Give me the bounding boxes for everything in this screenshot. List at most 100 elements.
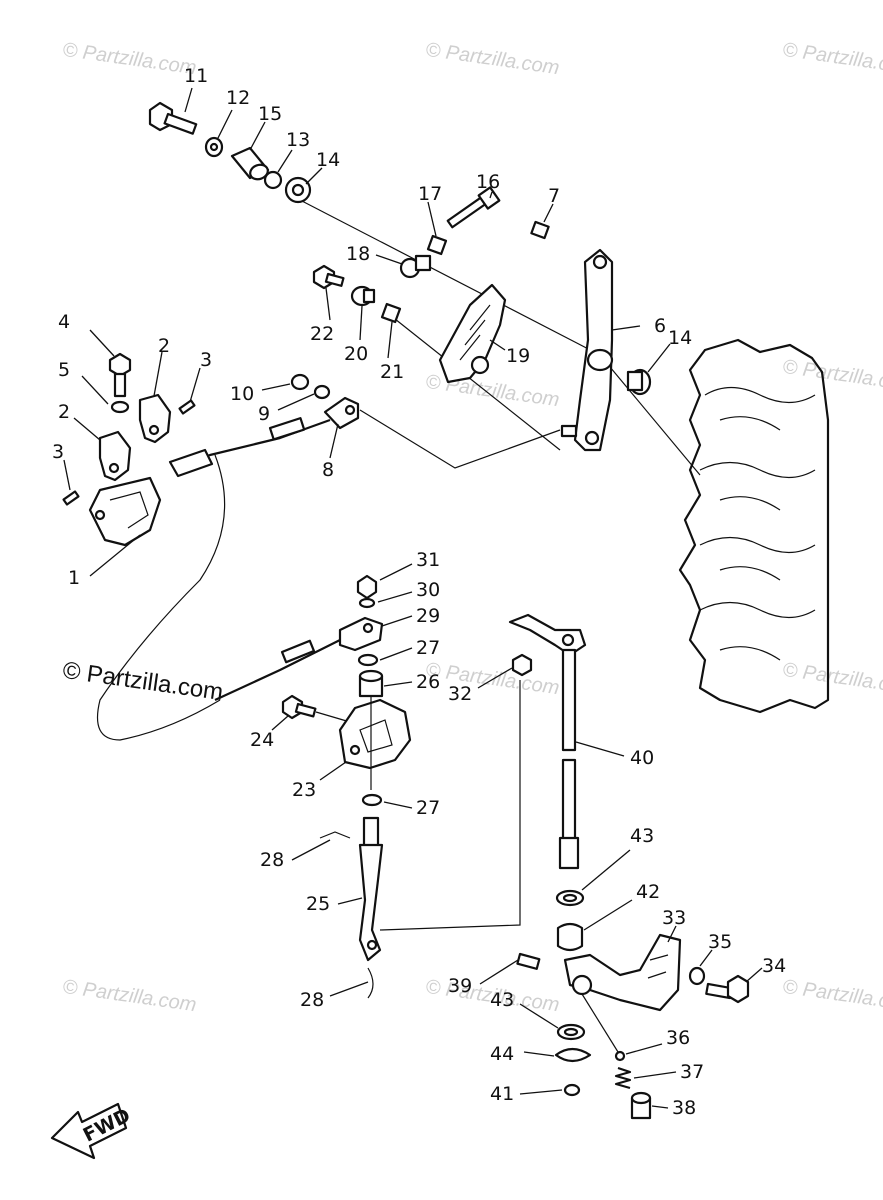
washer-27-lower [361, 793, 383, 807]
callout-7: 7 [548, 185, 560, 207]
washer-35 [688, 966, 706, 986]
clamp-2-lower [98, 430, 132, 482]
plunger-38 [630, 1091, 652, 1120]
washer-30 [358, 597, 376, 609]
collar-26 [358, 669, 384, 698]
shift-rod-40 [508, 613, 587, 870]
callout-2-upper: 2 [158, 335, 170, 357]
throttle-cable-upper [168, 417, 331, 478]
bushing-14-top [284, 176, 312, 204]
throttle-cable-lower [214, 639, 341, 701]
callout-34: 34 [762, 955, 786, 977]
callout-10: 10 [230, 383, 254, 405]
nut-32 [511, 653, 533, 677]
callout-12: 12 [226, 87, 250, 109]
callout-38: 38 [672, 1097, 696, 1119]
callout-44: 44 [490, 1043, 514, 1065]
spring-37 [614, 1066, 632, 1090]
collar-20 [350, 285, 376, 307]
joint-18 [399, 254, 432, 279]
bolt-39 [516, 952, 541, 970]
link-line-25-40 [379, 680, 521, 931]
callout-labels: 11 12 15 13 14 17 16 7 18 22 20 21 19 6 … [52, 65, 786, 1119]
bolt-7 [530, 220, 550, 240]
nut-10 [290, 373, 310, 391]
callout-28-lower: 28 [300, 989, 324, 1011]
lever-6 [560, 248, 614, 452]
callout-22: 22 [310, 323, 334, 345]
callout-2-lower: 2 [58, 401, 70, 423]
cable-loop [96, 454, 226, 741]
engine-block-outline [678, 338, 830, 714]
callout-14-right: 14 [668, 327, 692, 349]
callout-31: 31 [416, 549, 440, 571]
callout-32: 32 [448, 683, 472, 705]
bolt-4 [108, 352, 132, 398]
leader-lines [63, 87, 763, 1109]
callout-9: 9 [258, 403, 270, 425]
callout-37: 37 [680, 1061, 704, 1083]
callout-33: 33 [662, 907, 686, 929]
washer-27-top [357, 653, 379, 667]
axis-line-19 [389, 314, 561, 451]
callout-4: 4 [58, 311, 70, 333]
callout-30: 30 [416, 579, 440, 601]
callout-36: 36 [666, 1027, 690, 1049]
washer-13 [263, 170, 283, 190]
callout-15: 15 [258, 103, 282, 125]
callout-3-upper: 3 [200, 349, 212, 371]
axis-line-lever [599, 354, 701, 476]
assembly-axis-line [299, 199, 601, 356]
callout-19: 19 [506, 345, 530, 367]
collar-42 [556, 922, 584, 952]
joint-29 [338, 616, 384, 652]
callout-35: 35 [708, 931, 732, 953]
callout-11: 11 [184, 65, 208, 87]
joint-8 [323, 396, 360, 430]
bolt-16 [446, 186, 501, 229]
callout-18: 18 [346, 243, 370, 265]
bracket-23 [338, 698, 412, 770]
callout-8: 8 [322, 459, 334, 481]
callout-3-lower: 3 [52, 441, 64, 463]
shaft-25 [358, 816, 384, 962]
bolt-22 [312, 264, 345, 290]
nut-17 [426, 234, 448, 256]
washer-5 [110, 400, 130, 414]
callout-39: 39 [448, 975, 472, 997]
callout-28-upper: 28 [260, 849, 284, 871]
callout-6: 6 [654, 315, 666, 337]
callout-24: 24 [250, 729, 274, 751]
callout-43-lower: 43 [490, 989, 514, 1011]
bolt-34 [705, 974, 750, 1004]
callout-23: 23 [292, 779, 316, 801]
callout-27-lower: 27 [416, 797, 440, 819]
nut-21 [380, 302, 402, 324]
pin-3-upper [178, 399, 196, 415]
callout-43-upper: 43 [630, 825, 654, 847]
callout-16: 16 [476, 171, 500, 193]
pin-3-lower [62, 490, 80, 506]
callout-26: 26 [416, 671, 440, 693]
callout-20: 20 [344, 343, 368, 365]
callout-14-top: 14 [316, 149, 340, 171]
bolt-24 [281, 694, 317, 720]
link-line-8 [359, 409, 561, 469]
plate-19 [438, 283, 507, 384]
fwd-arrow-icon: FWD [50, 1102, 134, 1160]
washer-12 [204, 136, 224, 158]
callout-25: 25 [306, 893, 330, 915]
washer-9 [313, 384, 331, 400]
collar-15 [230, 146, 270, 181]
ball-36 [614, 1050, 626, 1062]
pin-28-upper [319, 831, 351, 839]
ring-41 [563, 1083, 581, 1097]
callout-13: 13 [286, 129, 310, 151]
callout-40: 40 [630, 747, 654, 769]
bracket-1 [88, 476, 162, 547]
callout-1: 1 [68, 567, 80, 589]
clip-44 [554, 1047, 592, 1063]
washer-43-lower [556, 1023, 586, 1041]
bolt-11 [148, 101, 198, 135]
